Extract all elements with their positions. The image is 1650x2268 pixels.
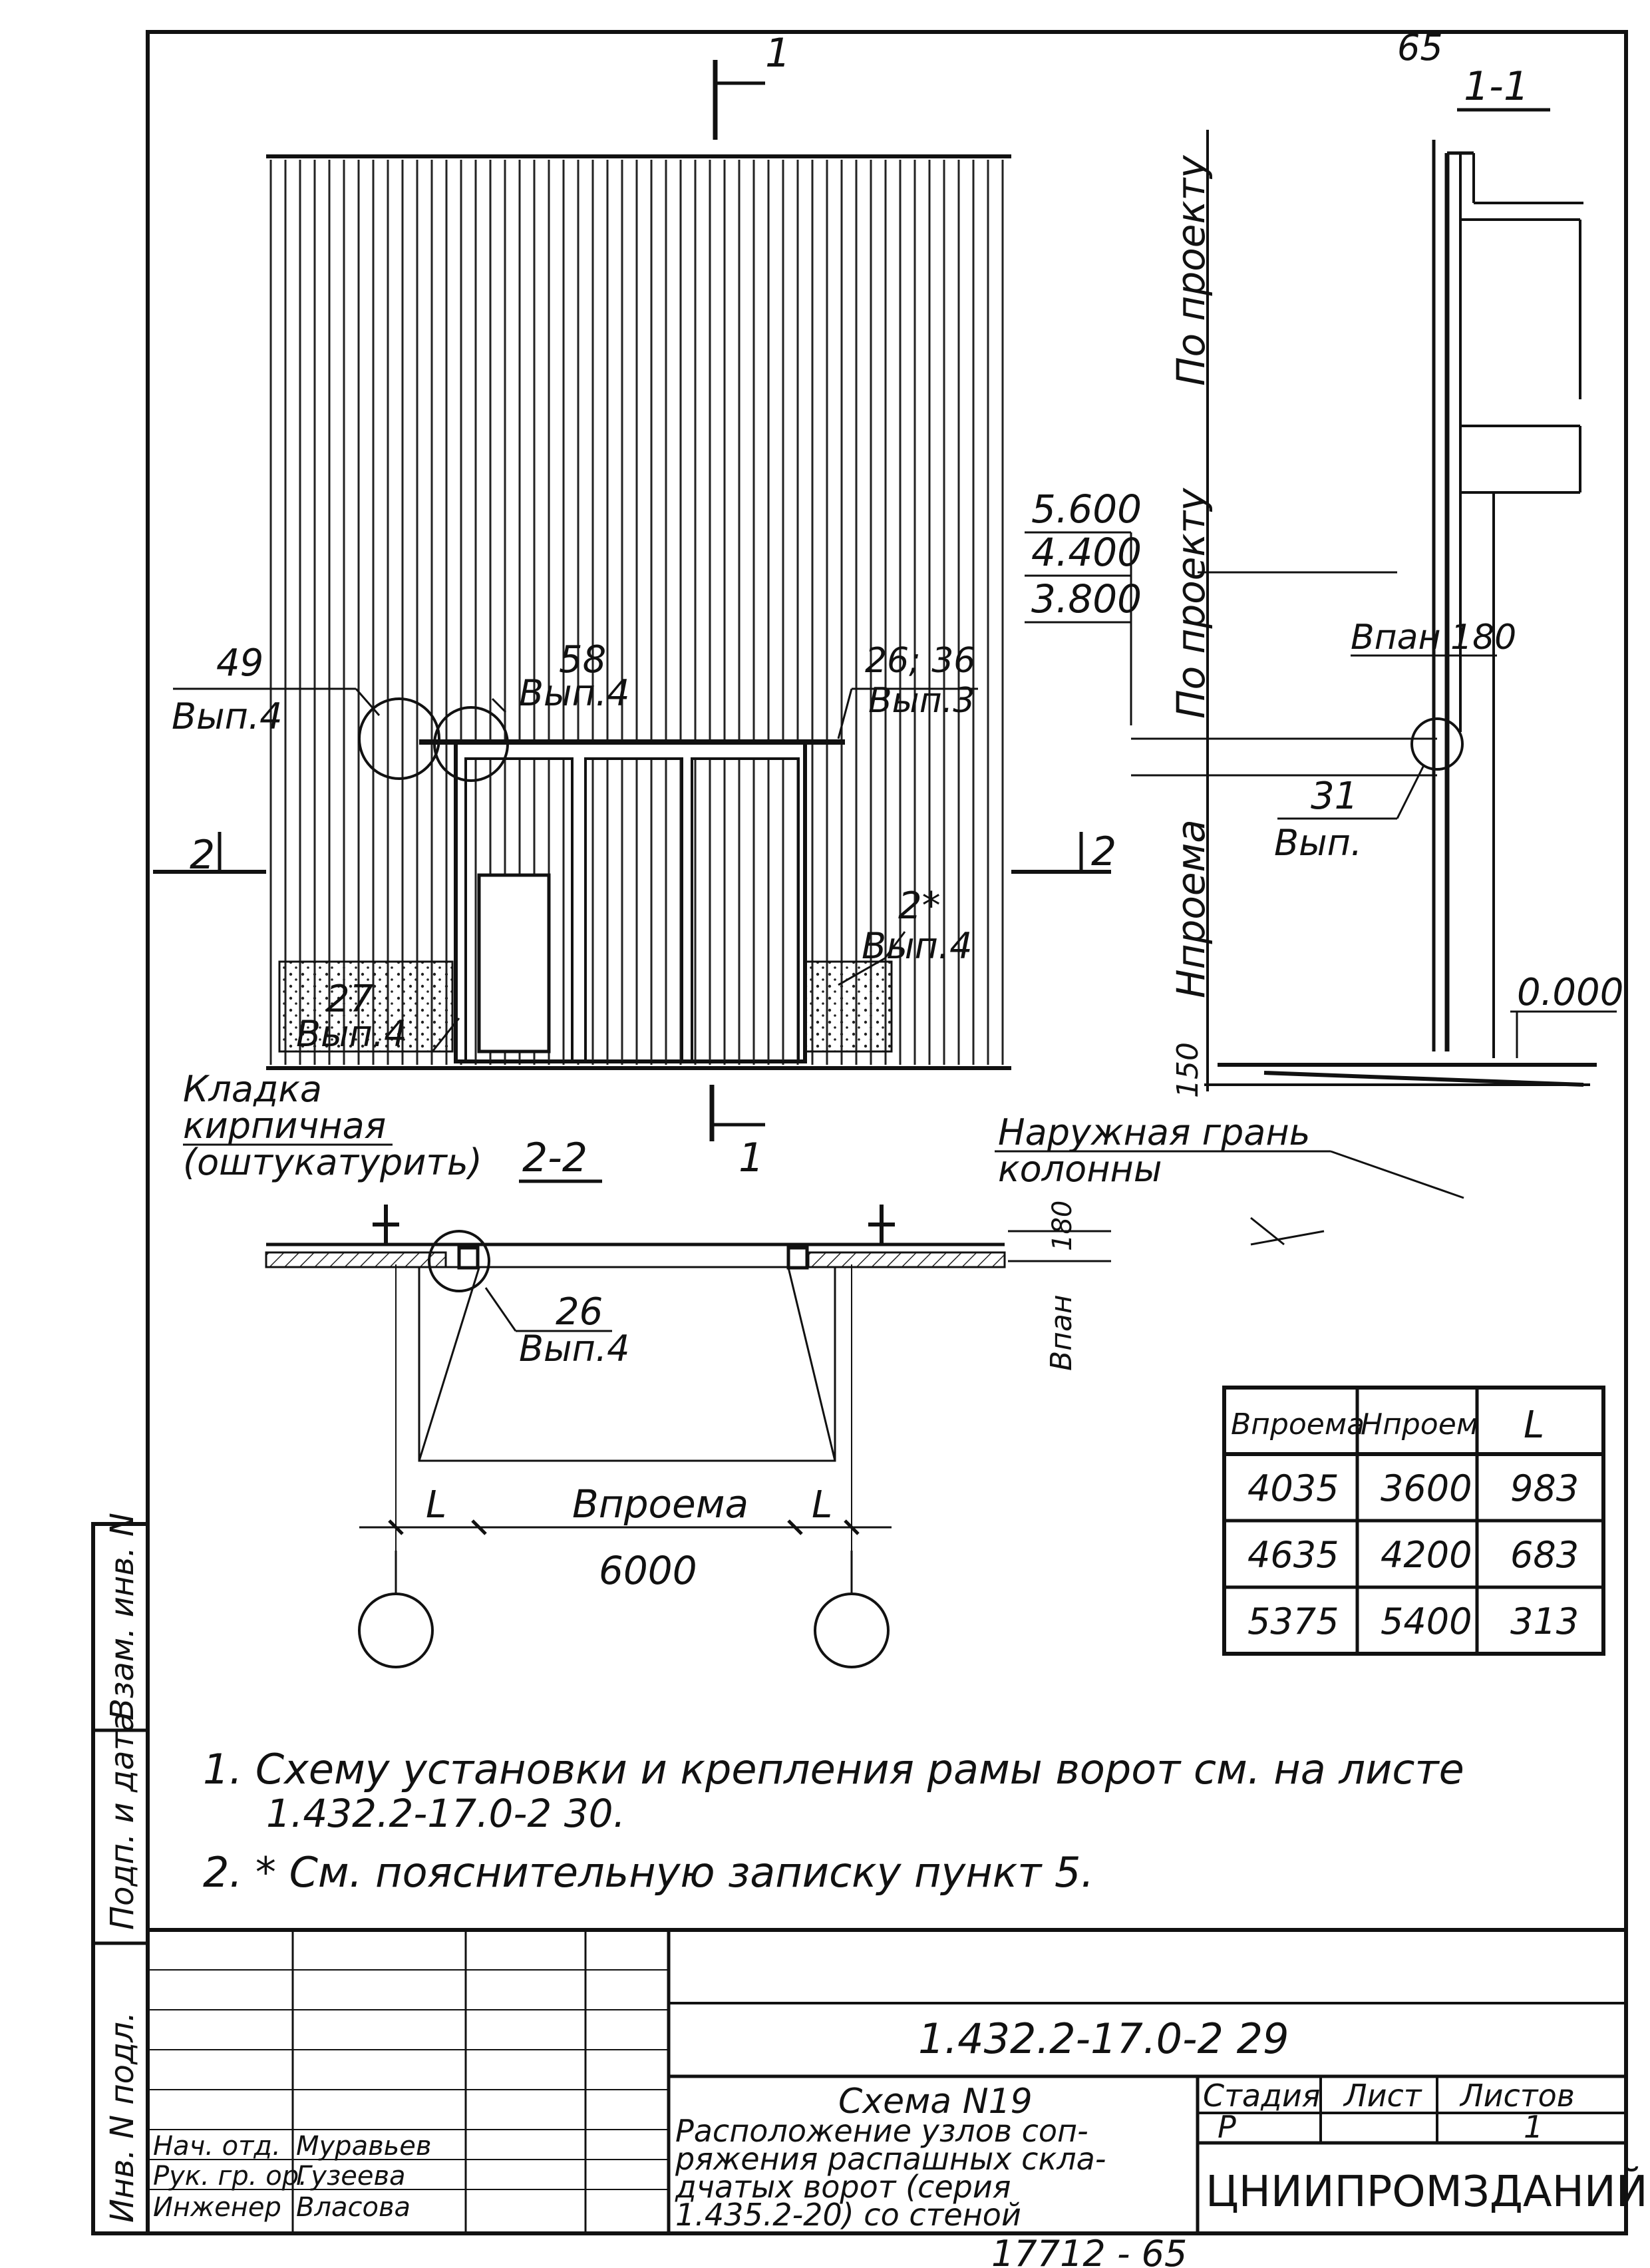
note-2: 2. * См. пояснительную записку пункт 5. <box>203 1848 1094 1897</box>
masonry-left <box>278 960 454 1053</box>
callout-58-sheet: Вып.4 <box>519 672 630 714</box>
staff-name-2: Власова <box>296 2192 411 2223</box>
table-cell: 4635 <box>1247 1534 1339 1576</box>
callout-27-num: 27 <box>326 978 374 1021</box>
cut-2-left: 2 <box>190 832 215 878</box>
title-line-0: Схема N19 <box>838 2082 1033 2122</box>
note-1b: 1.432.2-17.0-2 30. <box>266 1791 625 1836</box>
dim-L-right: L <box>812 1483 832 1527</box>
callout-26-num: 26 <box>556 1290 603 1334</box>
sheet-header: Лист <box>1343 2078 1422 2114</box>
sheet-frame <box>91 30 1628 2235</box>
section-label-middle: По проекту <box>1168 488 1214 719</box>
callout-2star-num: 2* <box>898 884 941 928</box>
section-b-panel: Bпан <box>1351 618 1441 658</box>
title-line-3: дчатых ворот (серия <box>675 2169 1011 2205</box>
callout-49-sheet: Вып.4 <box>172 695 283 737</box>
note-1: 1. Схему установки и крепления рамы воро… <box>203 1745 1464 1794</box>
axis-bubble-right <box>814 1593 890 1668</box>
sheets-header: Листов <box>1459 2078 1575 2114</box>
outer-face-2: колонны <box>998 1148 1162 1190</box>
staff-name-1: Гузеева <box>296 2161 406 2191</box>
dim-L-left: L <box>426 1483 446 1527</box>
b-opening-value: 6000 <box>599 1548 697 1593</box>
section-label-upper: По проекту <box>1168 155 1214 386</box>
section-1-1-title: 1-1 <box>1464 63 1529 110</box>
callout-2star-sheet: Вып.4 <box>862 925 973 967</box>
callout-26-36-sheet: Вып.3 <box>868 681 975 721</box>
level-3800: 3.800 <box>1031 576 1142 622</box>
table-cell: 3600 <box>1381 1467 1472 1509</box>
level-zero: 0.000 <box>1517 971 1623 1014</box>
wicket-door <box>477 873 551 1053</box>
masonry-note-3: (оштукатурить) <box>183 1141 482 1183</box>
dimension-table: Впроема Нпроем L 4035 3600 983 4635 4200… <box>1222 1386 1605 1656</box>
axis-bubble-left <box>358 1593 434 1668</box>
plan-b-panel: Bпан <box>1045 1294 1078 1371</box>
stage-value: Р <box>1218 2109 1236 2145</box>
b-opening-label: Bпроема <box>572 1481 748 1527</box>
stamp-inv-no: Инв. N подл. <box>104 2012 141 2223</box>
section-dim-150: 150 <box>1171 1042 1205 1098</box>
stamp-replaces: Взам. инв. N <box>104 1513 141 1720</box>
callout-26-sheet: Вып.4 <box>519 1328 630 1370</box>
staff-role-2: Инженер <box>153 2192 281 2223</box>
table-cell: 983 <box>1510 1467 1579 1509</box>
callout-26-36-num: 26; 36 <box>865 641 975 681</box>
cut-1-top: 1 <box>765 30 790 77</box>
staff-role-1: Рук. гр. ор. <box>153 2161 307 2191</box>
organization: ЦНИИПРОМЗДАНИЙ <box>1206 2166 1648 2217</box>
plan-view: 2-2 Наружная грань колонны Bпан 180 26 В… <box>265 1111 1464 1668</box>
title-line-2: ряжения распашных скла- <box>675 2141 1106 2177</box>
title-line-1: Расположение узлов соп- <box>675 2113 1088 2149</box>
plan-dim-180: 180 <box>1047 1201 1078 1251</box>
doc-code: 1.432.2-17.0-2 29 <box>918 2014 1289 2063</box>
stamp-sign-date: Подп. и дата <box>104 1712 141 1930</box>
staff-name-0: Муравьев <box>296 2131 431 2162</box>
plan-title: 2-2 <box>522 1135 587 1181</box>
section-label-lower: Нпроема <box>1168 819 1214 998</box>
archive-no: 17712 - 65 <box>991 2233 1187 2268</box>
stage-header: Стадия <box>1203 2078 1320 2114</box>
level-4400: 4.400 <box>1031 530 1142 575</box>
notes: 1. Схему установки и крепления рамы воро… <box>203 1745 1464 1897</box>
side-stamp: Взам. инв. N Подп. и дата Инв. N подл. <box>93 1513 148 2223</box>
table-header-h: Нпроем <box>1361 1408 1478 1441</box>
title-block: 1.432.2-17.0-2 29 Схема N19 Расположение… <box>148 1928 1648 2233</box>
elevation-view: 49 Вып.4 58 Вып.4 26; 36 Вып.3 2* Вып.4 … <box>153 30 1116 1183</box>
masonry-note-1: Кладка <box>183 1068 322 1110</box>
cut-1-bottom: 1 <box>739 1135 764 1181</box>
table-header-l: L <box>1524 1404 1544 1447</box>
level-5600: 5.600 <box>1031 486 1142 532</box>
callout-27-sheet: Вып.4 <box>296 1013 407 1055</box>
section-dim-180: 180 <box>1450 618 1516 658</box>
outer-face-1: Наружная грань <box>998 1111 1311 1153</box>
callout-49-num: 49 <box>216 642 263 685</box>
title-line-4: 1.435.2-20) со стеной <box>675 2197 1021 2233</box>
table-cell: 4200 <box>1381 1534 1472 1576</box>
callout-31-sheet: Вып. <box>1274 822 1362 864</box>
table-cell: 5375 <box>1247 1601 1339 1642</box>
staff-role-0: Нач. отд. <box>153 2131 281 2162</box>
table-cell: 313 <box>1510 1601 1579 1642</box>
table-cell: 4035 <box>1247 1467 1339 1509</box>
section-view: 5.600 4.400 3.800 По проекту По проекту … <box>1025 130 1623 1098</box>
cut-2-right: 2 <box>1091 829 1116 875</box>
table-cell: 5400 <box>1381 1601 1472 1642</box>
masonry-right <box>804 960 893 1053</box>
corner-mark: 65 <box>1397 27 1443 69</box>
callout-31-num: 31 <box>1311 775 1358 818</box>
table-cell: 683 <box>1510 1534 1579 1576</box>
callout-58-num: 58 <box>559 638 606 681</box>
table-header-b: Впроема <box>1231 1408 1365 1441</box>
sheets-value: 1 <box>1524 2109 1543 2145</box>
masonry-note-2: кирпичная <box>183 1105 386 1147</box>
